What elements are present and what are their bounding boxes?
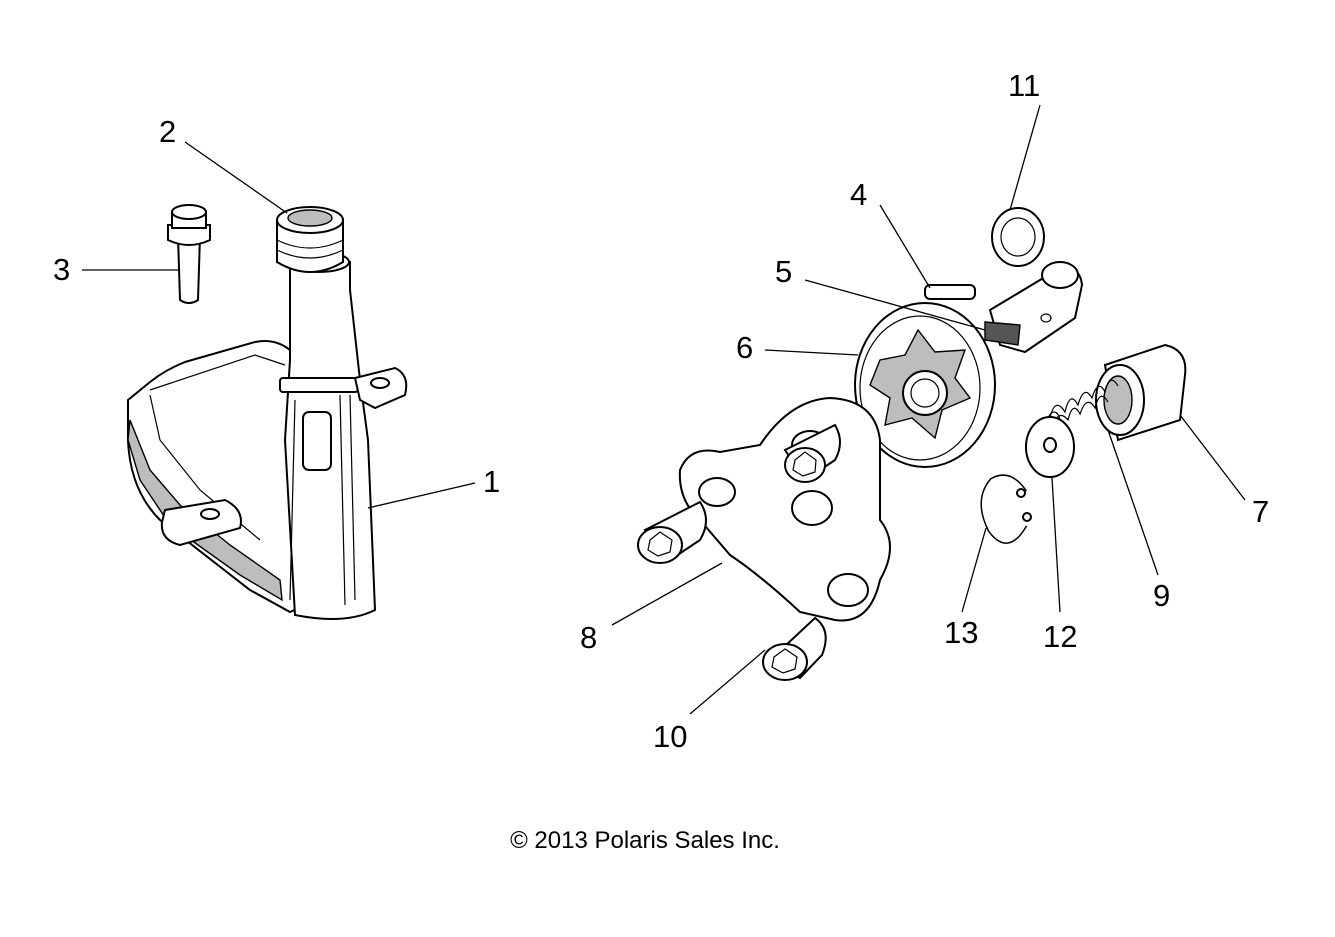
leader-lines xyxy=(82,104,1246,715)
callout-10: 10 xyxy=(653,719,687,754)
part-11-washer xyxy=(991,207,1045,267)
callout-7: 7 xyxy=(1252,494,1269,529)
part-7-valve-body xyxy=(1095,343,1187,442)
part-2-plug xyxy=(276,206,344,273)
part-8-pump-cover xyxy=(637,396,891,681)
part-1-oil-pickup-housing xyxy=(127,251,408,620)
callout-3: 3 xyxy=(53,252,70,287)
callout-5: 5 xyxy=(775,254,792,289)
callout-13: 13 xyxy=(944,615,978,650)
part-12-washer xyxy=(1025,416,1075,478)
callout-8: 8 xyxy=(580,620,597,655)
callout-9: 9 xyxy=(1153,578,1170,613)
part-3-bolt xyxy=(167,204,211,304)
callout-1: 1 xyxy=(483,464,500,499)
callout-labels: 1 2 3 4 5 6 7 8 9 10 11 12 13 xyxy=(53,68,1269,754)
callout-4: 4 xyxy=(850,177,867,212)
callout-2: 2 xyxy=(159,114,176,149)
callout-11: 11 xyxy=(1008,68,1040,103)
callout-12: 12 xyxy=(1043,619,1077,654)
copyright-notice: © 2013 Polaris Sales Inc. xyxy=(510,827,780,854)
callout-6: 6 xyxy=(736,330,753,365)
part-4-pin xyxy=(924,284,976,300)
part-5-shaft xyxy=(984,261,1084,354)
part-6-rotor xyxy=(854,302,996,468)
part-13-circlip xyxy=(980,474,1032,544)
